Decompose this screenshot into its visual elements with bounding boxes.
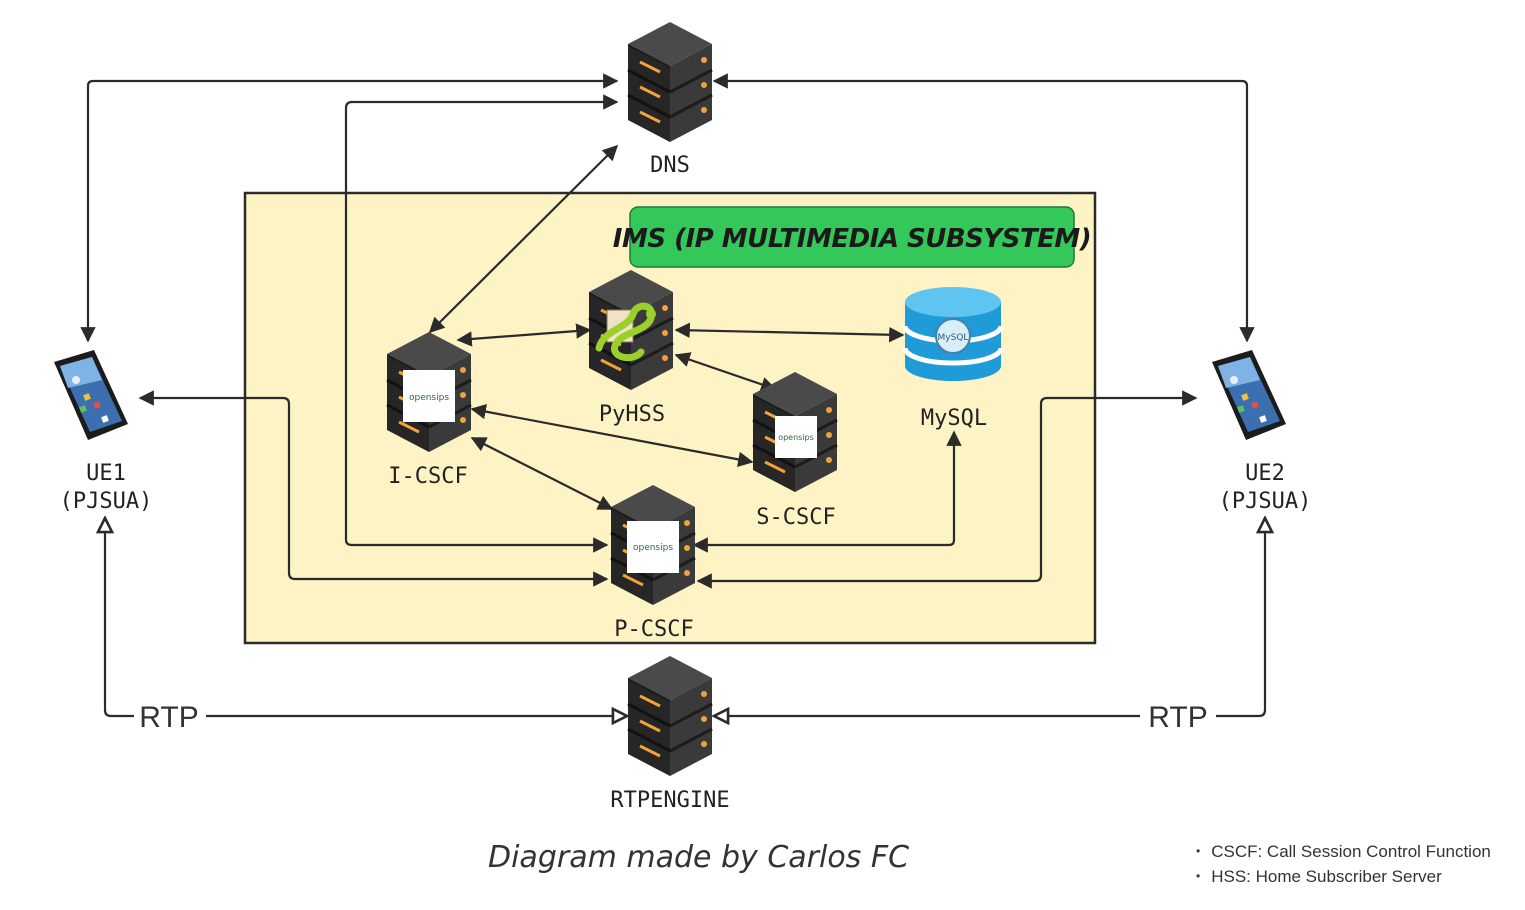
rtp-ue2-link [1216, 518, 1265, 718]
rtpengine-label: RTPENGINE [610, 788, 729, 813]
scscf-server-icon: opensips [751, 370, 839, 494]
ue1-dns-link [80, 73, 619, 343]
ue1-phone-icon [54, 350, 128, 440]
rtp-left-label: RTP [139, 701, 198, 734]
icscf-opensips-logo: opensips [409, 393, 449, 403]
ue2-phone-icon [1212, 350, 1286, 440]
pcscf-opensips-logo: opensips [633, 543, 673, 553]
scscf-opensips-logo: opensips [778, 433, 814, 442]
ue2-dns-link [712, 73, 1255, 343]
pyhss-scscf-link [674, 352, 777, 392]
dns-server-icon [626, 20, 714, 144]
ue2-pcscf-link [696, 390, 1198, 589]
legend-item-hss: HSS: Home Subscriber Server [1196, 865, 1491, 890]
pyhss-mysql-link [674, 322, 905, 343]
pyhss-server-icon [587, 268, 675, 392]
pyhss-label: PyHSS [599, 402, 665, 427]
rtp-ue1-link [105, 518, 134, 718]
dns-icscf-link [428, 144, 619, 334]
pcscf-server-icon: opensips [609, 483, 697, 607]
pcscf-label: P-CSCF [614, 617, 693, 642]
mysql-label: MySQL [921, 406, 987, 431]
scscf-label: S-CSCF [756, 505, 835, 530]
mysql-logo-text: MySQL [938, 333, 969, 343]
ue1-sublabel: (PJSUA) [60, 489, 153, 514]
mysql-database-icon: MySQL [902, 287, 1004, 381]
rtpengine-server-icon [626, 654, 714, 778]
rtp-right-label: RTP [1148, 701, 1207, 734]
icscf-label: I-CSCF [388, 464, 467, 489]
ims-title: IMS (IP MULTIMEDIA SUBSYSTEM) [613, 224, 1091, 254]
ue2-sublabel: (PJSUA) [1219, 489, 1312, 514]
ue2-label: UE2 [1245, 461, 1285, 486]
dns-label: DNS [650, 153, 690, 178]
icscf-server-icon: opensips [385, 330, 473, 454]
diagram-caption: Diagram made by Carlos FC [488, 840, 910, 875]
ue1-pcscf-link [138, 390, 609, 587]
legend: CSCF: Call Session Control Function HSS:… [1196, 840, 1491, 890]
ue1-label: UE1 [86, 461, 126, 486]
icscf-pyhss-link [456, 323, 592, 347]
legend-item-cscf: CSCF: Call Session Control Function [1196, 840, 1491, 865]
